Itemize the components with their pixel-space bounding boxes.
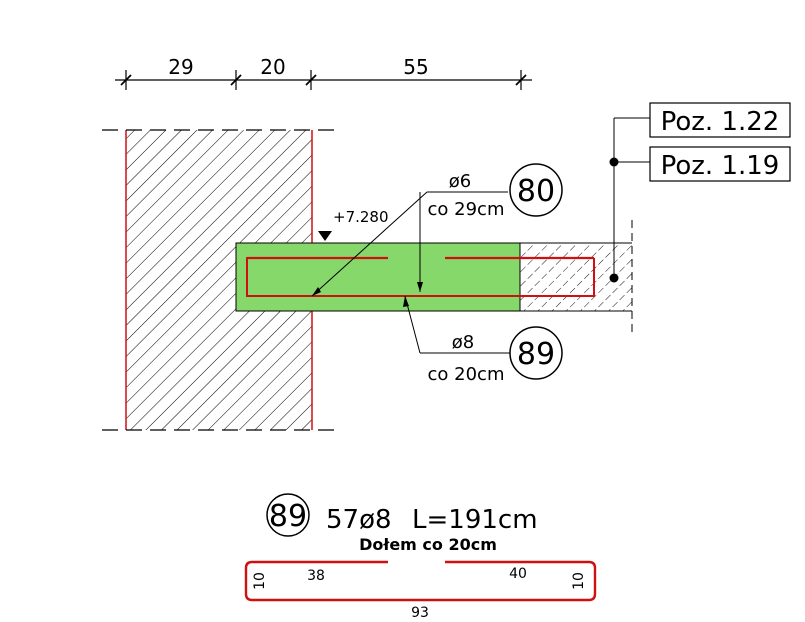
schedule-length: L=191cm	[412, 505, 538, 535]
bar-89-mark: 89	[517, 337, 555, 372]
schedule-mark-circle	[266, 493, 310, 537]
bar-80-diameter: ø6	[449, 171, 471, 192]
rebar-89	[246, 257, 595, 297]
top-dimension-line	[115, 70, 532, 90]
bar-89-spacing: co 20cm	[428, 364, 505, 385]
elevation-label: +7.280	[333, 208, 389, 226]
leader-80	[311, 191, 508, 297]
segment-left-length: 38	[307, 568, 325, 584]
dimension-55: 55	[403, 55, 428, 79]
schedule-mark: 89	[269, 499, 307, 534]
hook-right-length: 10	[571, 572, 587, 590]
bar-89-mark-circle	[509, 326, 563, 380]
green-slab	[235, 242, 521, 312]
position-leader	[609, 117, 650, 283]
leader-89	[403, 295, 510, 354]
schedule-spec: 57ø8	[326, 505, 392, 535]
dimension-29: 29	[168, 55, 193, 79]
bent-bar-shape	[244, 560, 597, 602]
elevation-marker	[318, 231, 332, 241]
segment-right-length: 40	[509, 566, 527, 582]
bar-80-spacing: co 29cm	[428, 199, 505, 220]
bar-89-diameter: ø8	[452, 332, 474, 353]
poz-1-19-box	[649, 146, 791, 182]
bar-80-mark-circle	[509, 163, 563, 217]
poz-1-19-label: Poz. 1.19	[661, 151, 780, 181]
total-length: 93	[411, 605, 429, 621]
poz-1-22-box	[649, 102, 791, 138]
poz-1-22-label: Poz. 1.22	[661, 107, 780, 137]
schedule-note: Dołem co 20cm	[359, 535, 497, 554]
dimension-20: 20	[260, 55, 285, 79]
hook-left-length: 10	[252, 572, 268, 590]
bar-80-mark: 80	[517, 174, 555, 209]
